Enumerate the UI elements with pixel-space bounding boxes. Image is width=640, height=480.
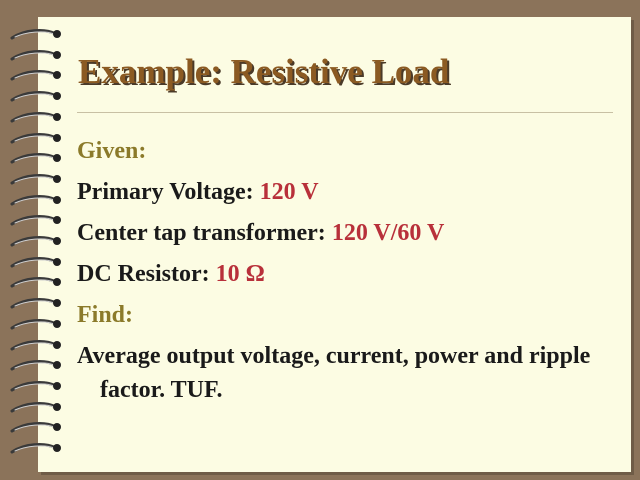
spiral-ring-icon — [10, 153, 61, 164]
title-divider — [77, 112, 613, 113]
primary-voltage-label: Primary Voltage: — [77, 179, 254, 205]
spiral-ring-icon — [10, 111, 61, 123]
spiral-ring-icon — [10, 277, 61, 288]
spiral-binding — [0, 0, 70, 480]
spiral-ring-icon — [10, 422, 61, 433]
slide-body: Given: Primary Voltage: 120 V Center tap… — [77, 134, 617, 407]
spiral-ring-icon — [10, 256, 61, 268]
primary-voltage-line: Primary Voltage: 120 V — [77, 175, 617, 216]
spiral-ring-icon — [10, 215, 61, 226]
spiral-ring-icon — [10, 132, 61, 143]
slide-title: Example: Resistive Load — [78, 52, 450, 91]
transformer-value: 120 V/60 V — [331, 220, 445, 246]
primary-voltage-value: 120 V — [259, 179, 319, 205]
given-label: Given: — [77, 138, 147, 164]
spiral-ring-icon — [10, 443, 61, 454]
spiral-ring-icon — [10, 173, 61, 185]
resistor-value: 10 Ω — [215, 261, 265, 287]
spiral-ring-icon — [10, 339, 61, 350]
spiral-ring-icon — [10, 360, 61, 371]
spiral-ring-icon — [10, 70, 61, 81]
spiral-ring-icon — [10, 298, 61, 309]
spiral-ring-icon — [10, 194, 61, 206]
transformer-line: Center tap transformer: 120 V/60 V — [77, 216, 617, 257]
resistor-line: DC Resistor: 10 Ω — [77, 257, 617, 298]
find-line: Find: — [77, 298, 617, 339]
spiral-ring-icon — [10, 49, 61, 61]
spiral-ring-icon — [10, 91, 61, 102]
find-text: Average output voltage, current, power a… — [77, 343, 591, 403]
resistor-label: DC Resistor: — [77, 261, 210, 287]
find-label: Find: — [77, 302, 134, 328]
notebook-page — [38, 17, 631, 472]
spiral-ring-icon — [10, 380, 61, 392]
spiral-ring-icon — [10, 29, 61, 40]
given-line: Given: — [77, 134, 617, 175]
spiral-ring-icon — [10, 401, 61, 413]
transformer-label: Center tap transformer: — [77, 220, 326, 246]
spiral-ring-icon — [10, 318, 61, 330]
spiral-ring-icon — [10, 236, 61, 247]
